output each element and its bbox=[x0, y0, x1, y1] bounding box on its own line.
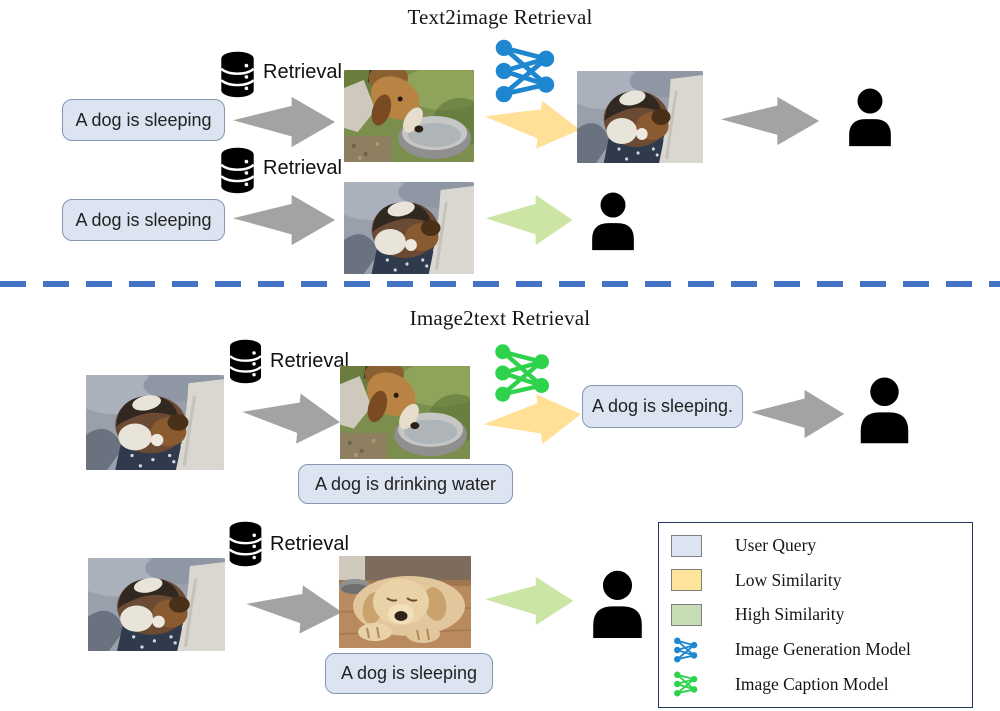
legend-row-caption-model: Image Caption Model bbox=[671, 668, 962, 700]
retrieval-arrow-icon bbox=[233, 194, 337, 246]
person-icon bbox=[588, 570, 647, 638]
database-icon bbox=[217, 51, 258, 98]
generated-caption-box: A dog is sleeping. bbox=[582, 385, 743, 428]
user-query-text: A dog is sleeping bbox=[75, 209, 212, 230]
user-query-swatch bbox=[671, 534, 702, 557]
person-icon bbox=[856, 374, 913, 446]
generated-caption-text: A dog is sleeping. bbox=[591, 396, 734, 416]
retrieval-arrow-icon bbox=[244, 581, 345, 638]
user-query-box: A dog is sleeping bbox=[62, 199, 225, 241]
generated-image-dog-sleeping bbox=[577, 71, 703, 163]
to-user-arrow-icon bbox=[751, 389, 846, 439]
caption-text: A dog is sleeping bbox=[340, 663, 478, 683]
legend-row-generation-model: Image Generation Model bbox=[671, 634, 962, 666]
low-similarity-arrow-icon bbox=[481, 93, 584, 155]
query-image-dog-sleeping bbox=[86, 375, 224, 470]
user-query-box: A dog is sleeping bbox=[62, 99, 225, 141]
caption-box: A dog is drinking water bbox=[298, 464, 513, 504]
legend-label: Low Similarity bbox=[735, 569, 842, 590]
retrieved-image-dog-drinking bbox=[344, 70, 474, 162]
retrieved-image-dog-drinking bbox=[340, 366, 470, 459]
high-similarity-swatch bbox=[671, 603, 702, 626]
person-icon bbox=[845, 84, 895, 150]
legend-row-low-similarity: Low Similarity bbox=[671, 564, 962, 596]
image-generation-model-icon bbox=[671, 637, 702, 663]
retrieval-arrow-icon bbox=[233, 96, 337, 148]
legend-label: Image Generation Model bbox=[735, 639, 911, 660]
retrieval-label: Retrieval bbox=[263, 157, 342, 179]
retrieved-image-dog-sleeping bbox=[344, 182, 474, 274]
section-title-image2text: Image2text Retrieval bbox=[409, 306, 591, 330]
retrieval-arrow-icon bbox=[240, 388, 344, 449]
low-similarity-arrow-icon bbox=[480, 388, 586, 452]
to-user-arrow-icon bbox=[721, 96, 821, 146]
caption-text: A dog is drinking water bbox=[314, 473, 497, 494]
image-caption-model-icon bbox=[671, 671, 702, 697]
section-title-text2image: Text2image Retrieval bbox=[407, 5, 593, 29]
query-image-dog-sleeping bbox=[88, 558, 225, 651]
retrieval-label: Retrieval bbox=[263, 61, 342, 83]
retrieval-label: Retrieval bbox=[270, 533, 349, 555]
high-similarity-arrow-icon bbox=[486, 194, 574, 246]
legend-label: High Similarity bbox=[735, 604, 845, 625]
high-similarity-arrow-icon bbox=[485, 576, 575, 626]
legend: User Query Low Similarity High Similarit… bbox=[658, 522, 973, 708]
person-icon bbox=[588, 189, 638, 253]
retrieval-label: Retrieval bbox=[270, 350, 349, 372]
legend-row-user-query: User Query bbox=[671, 530, 962, 562]
retrieved-image-lab-sleeping bbox=[339, 556, 471, 648]
legend-row-high-similarity: High Similarity bbox=[671, 599, 962, 631]
database-icon bbox=[226, 339, 265, 384]
legend-label: Image Caption Model bbox=[735, 673, 889, 694]
database-icon bbox=[217, 147, 258, 194]
user-query-text: A dog is sleeping bbox=[75, 109, 212, 130]
legend-label: User Query bbox=[735, 535, 817, 556]
image-generation-model-icon bbox=[493, 38, 561, 104]
database-icon bbox=[226, 521, 265, 567]
low-similarity-swatch bbox=[671, 569, 702, 592]
section-divider bbox=[0, 281, 1000, 287]
caption-box: A dog is sleeping bbox=[325, 653, 493, 694]
